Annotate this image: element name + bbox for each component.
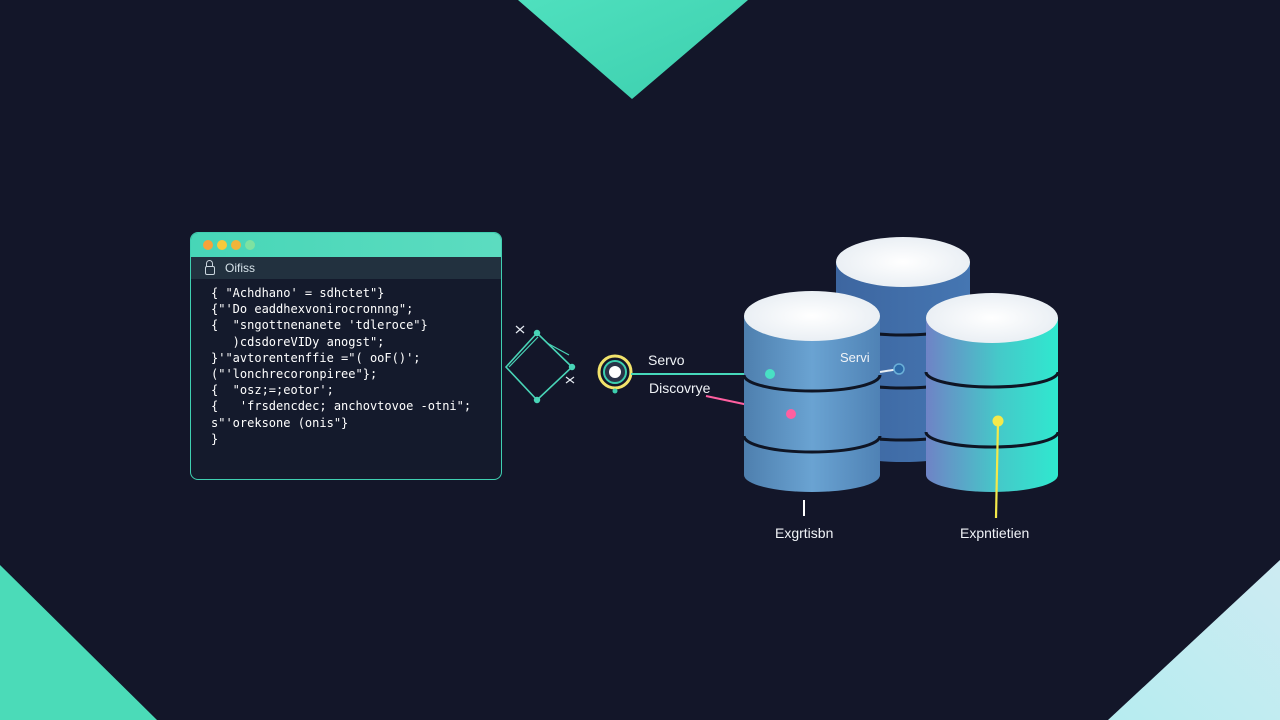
db-link-dot-icon <box>893 363 905 375</box>
database-cylinder-right[interactable] <box>924 293 1060 492</box>
service-label: Servo <box>648 352 685 368</box>
db-label: Servi <box>840 350 870 365</box>
code-line: { "sngottnenanete 'tdleroce"} <box>211 318 428 333</box>
address-bar[interactable]: Oifiss <box>191 257 501 279</box>
bottom-left-triangle <box>0 565 157 720</box>
service-endpoint-dot-icon[interactable] <box>765 369 775 379</box>
code-line: }'"avtorentenffie ="( ooF()'; <box>211 350 421 365</box>
lock-icon <box>205 259 215 275</box>
cross-icon <box>515 325 575 384</box>
diamond-connector <box>504 329 576 404</box>
code-line: { "osz;=;eotor'; <box>211 383 334 398</box>
window-titlebar <box>191 233 501 257</box>
left-caption: Exgrtisbn <box>775 525 834 541</box>
code-window: Oifiss { "Achdhano' = sdhctet"} {"'Do ea… <box>190 232 502 480</box>
right-caption: Expntietien <box>960 525 1030 541</box>
address-text: Oifiss <box>225 261 255 275</box>
code-line: s"'oreksone (onis"} <box>211 415 349 430</box>
code-block: { "Achdhano' = sdhctet"} {"'Do eaddhexvo… <box>191 279 501 447</box>
code-line: } <box>211 431 219 446</box>
service-node-icon[interactable] <box>597 354 633 394</box>
top-triangle <box>518 0 748 99</box>
right-db-link <box>994 420 1000 519</box>
code-line: )cdsdoreVIDy anogst"; <box>211 334 385 349</box>
code-line: ("'lonchrecoronpiree"}; <box>211 367 378 382</box>
discovery-label: Discovrye <box>649 380 711 396</box>
code-line: { 'frsdencdec; anchovtovoe -otni"; <box>211 399 472 414</box>
window-dot-icon[interactable] <box>203 240 213 250</box>
discovery-endpoint-dot-icon[interactable] <box>786 409 796 419</box>
right-endpoint-dot-icon[interactable] <box>992 415 1004 427</box>
window-dot-icon[interactable] <box>217 240 227 250</box>
bottom-right-triangle <box>1108 560 1280 720</box>
code-line: { "Achdhano' = sdhctet"} <box>211 286 385 300</box>
window-dot-icon[interactable] <box>231 240 241 250</box>
database-cylinder-left[interactable] <box>742 291 882 492</box>
code-line: {"'Do eaddhexvonirocronnng"; <box>211 302 414 317</box>
window-dot-icon[interactable] <box>245 240 255 250</box>
